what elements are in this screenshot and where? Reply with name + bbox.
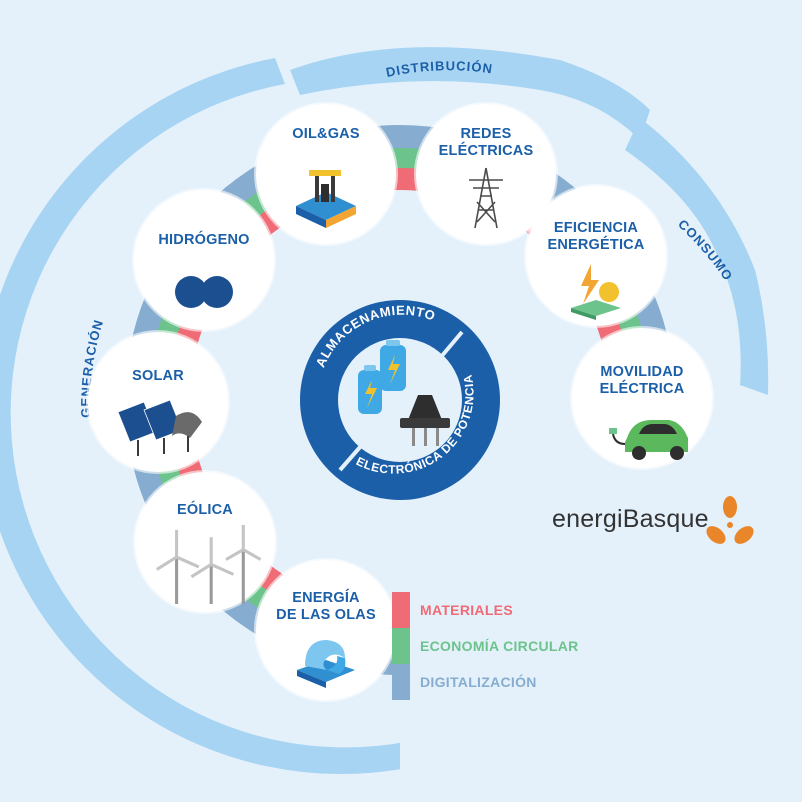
- node-label: ENERGÍA DE LAS OLAS: [262, 590, 390, 624]
- legend-swatch-materiales: [392, 592, 410, 628]
- center-divider-1: [428, 330, 464, 372]
- node-redes: REDES ELÉCTRICAS: [416, 104, 556, 244]
- energy-efficiency-icon: [571, 264, 621, 320]
- node-label-line-2: DE LAS OLAS: [276, 607, 376, 623]
- power-transistor-icon: [400, 395, 450, 446]
- outer-arrow-ring-right: [625, 118, 769, 395]
- node-label: HIDRÓGENO: [158, 232, 250, 248]
- node-label: MOVILIDAD ELÉCTRICA: [578, 364, 706, 398]
- legend-label-economia: ECONOMÍA CIRCULAR: [420, 638, 579, 654]
- node-label-line-1: MOVILIDAD: [600, 364, 684, 380]
- legend-label-materiales: MATERIALES: [420, 602, 513, 618]
- node-label: OIL&GAS: [292, 126, 360, 142]
- node-oilgas: OIL&GAS: [256, 104, 396, 244]
- node-label: SOLAR: [132, 368, 184, 384]
- legend-digitalizacion: DIGITALIZACIÓN: [392, 664, 652, 700]
- wind-turbine-icon: [156, 524, 262, 604]
- legend-swatch-economia: [392, 628, 410, 664]
- legend-swatch-digitalizacion: [392, 664, 410, 700]
- node-label: REDES ELÉCTRICAS: [422, 126, 550, 160]
- legend-materiales: MATERIALES: [392, 592, 652, 628]
- node-label-line-1: ENERGÍA: [292, 590, 360, 606]
- node-label: EFICIENCIA ENERGÉTICA: [532, 220, 660, 254]
- legend-economia: ECONOMÍA CIRCULAR: [392, 628, 652, 664]
- logo-wordmark: energiBasque: [552, 505, 709, 533]
- solar-panel-icon: [117, 399, 202, 456]
- node-label-line-1: EFICIENCIA: [553, 220, 639, 236]
- node-label-line-2: ELÉCTRICA: [599, 381, 685, 397]
- wave-energy-icon: [297, 640, 355, 688]
- power-tower-icon: [469, 167, 503, 229]
- node-label: EÓLICA: [177, 502, 233, 518]
- battery-icon: [358, 340, 406, 414]
- electric-car-icon: [609, 420, 688, 460]
- node-label-line-1: REDES: [460, 126, 512, 142]
- oil-pump-icon: [296, 170, 356, 228]
- node-eolica: EÓLICA: [135, 472, 275, 612]
- node-label-line-2: ELÉCTRICAS: [438, 143, 534, 159]
- energibasque-logo: energiBasque: [552, 493, 762, 549]
- outer-arrow-ring-top: [290, 47, 650, 141]
- node-hidrogeno: HIDRÓGENO: [134, 190, 274, 330]
- node-movilidad: MOVILIDAD ELÉCTRICA: [572, 328, 712, 468]
- hydrogen-molecule-icon: [175, 276, 233, 308]
- center-divider-2: [338, 428, 377, 472]
- node-olas: ENERGÍA DE LAS OLAS: [256, 560, 396, 700]
- node-eficiencia: EFICIENCIA ENERGÉTICA: [526, 186, 666, 326]
- logo-mark-icon: [706, 496, 754, 544]
- ring-opening: [400, 400, 802, 802]
- node-solar: SOLAR: [88, 332, 228, 472]
- node-label-line-2: ENERGÉTICA: [547, 237, 645, 253]
- legend-label-digitalizacion: DIGITALIZACIÓN: [420, 674, 537, 690]
